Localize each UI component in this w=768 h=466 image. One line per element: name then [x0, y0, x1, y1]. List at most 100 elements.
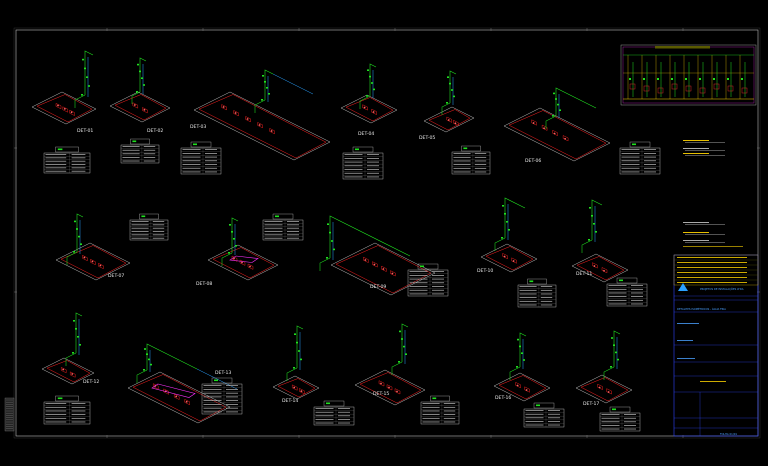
- drain-point: [249, 265, 251, 268]
- floor-slab: [193, 91, 331, 161]
- floor-slab: [493, 372, 551, 402]
- pipe-fitting: [613, 344, 615, 346]
- detail-label: DET-05: [419, 135, 435, 141]
- floor-slab: [109, 91, 171, 123]
- pipe-fitting: [366, 95, 368, 97]
- cold-water-riser: [519, 332, 527, 367]
- fixture-box: [173, 393, 180, 400]
- detail-label: DET-01: [77, 128, 93, 134]
- drain-point: [373, 263, 376, 266]
- branch-pipe: [581, 239, 593, 253]
- fixture-box: [592, 262, 598, 269]
- fixture-box: [394, 388, 401, 395]
- pipe-fitting: [143, 369, 145, 371]
- fixture-outline: [428, 109, 471, 131]
- drain-point: [516, 384, 519, 387]
- pipe-fitting: [508, 229, 510, 231]
- pipe-fitting: [86, 76, 88, 78]
- floor-slab: [503, 107, 611, 162]
- cold-water-riser: [75, 312, 83, 353]
- pipe-fitting: [446, 102, 448, 104]
- cold-water-riser: [613, 330, 621, 367]
- elevation-fixture: [629, 83, 636, 90]
- pipe-fitting: [266, 87, 268, 89]
- pipe-fitting: [367, 69, 369, 71]
- pipe-fitting: [229, 224, 231, 226]
- cold-water-riser: [449, 70, 457, 103]
- material-table: [407, 263, 449, 297]
- pipe-fitting: [264, 81, 266, 83]
- table-header: [55, 395, 79, 402]
- pipe-fitting: [398, 361, 400, 363]
- pipe-fitting: [447, 76, 449, 78]
- pipe-fitting: [591, 215, 593, 217]
- drain-point: [300, 390, 303, 392]
- fixture-outline: [508, 110, 607, 160]
- drain-point: [512, 260, 515, 262]
- detail-det-04: DET-04: [340, 63, 398, 180]
- revision-row: [677, 267, 747, 268]
- material-table: [606, 277, 648, 307]
- fixture-outline: [36, 94, 93, 123]
- floor-slab: [340, 94, 398, 124]
- material-table: [120, 138, 160, 164]
- fixture-box: [511, 257, 517, 264]
- fixture-box: [372, 261, 378, 268]
- fixture-magenta: [229, 255, 259, 263]
- pipe-fitting: [326, 257, 328, 259]
- branch-pipe: [65, 352, 77, 366]
- fixture-box: [446, 116, 452, 123]
- cold-water-riser: [591, 199, 603, 240]
- pipe-fitting: [80, 243, 82, 245]
- note-line: [683, 246, 743, 247]
- fixture-box: [502, 253, 508, 260]
- drain-point: [532, 122, 535, 124]
- branch-pipe: [286, 367, 298, 381]
- floor-slab: [480, 243, 538, 273]
- pipe-fitting: [516, 366, 518, 368]
- pipe-fitting: [139, 70, 141, 73]
- drain-point: [503, 255, 506, 258]
- fixture-box: [386, 384, 393, 391]
- drain-point: [71, 373, 74, 375]
- material-table: [313, 400, 355, 426]
- branch-pipe: [603, 366, 615, 380]
- company-logo-icon: [678, 283, 688, 291]
- pipe-fitting: [615, 351, 617, 354]
- fixture-box: [541, 124, 548, 131]
- pipe-fitting: [399, 330, 401, 333]
- fixture-box: [142, 107, 148, 114]
- fixture-box: [69, 371, 76, 378]
- drain-point: [603, 269, 605, 272]
- fixture-box: [163, 388, 169, 395]
- branch-pipe: [66, 251, 78, 265]
- pipe-fitting: [557, 103, 559, 106]
- fixture-box: [601, 267, 608, 274]
- fixture-box: [453, 119, 459, 127]
- revision-row: [677, 277, 747, 278]
- drain-point: [185, 400, 188, 403]
- cold-water-riser: [146, 343, 198, 370]
- detail-det-15: DET-15: [354, 323, 460, 425]
- pipe-fitting: [403, 345, 405, 348]
- fixture-box: [299, 388, 305, 395]
- detail-label: DET-10: [477, 268, 493, 274]
- detail-det-17: DET-17: [575, 330, 641, 432]
- fixture-box: [531, 119, 537, 126]
- field-label: [677, 340, 693, 341]
- left-scale-strip: [4, 397, 15, 432]
- fixture-outline: [580, 377, 629, 402]
- cold-water-riser: [369, 63, 377, 96]
- table-header: [609, 406, 631, 413]
- note-line: [685, 234, 725, 235]
- elevation-fixture: [671, 83, 678, 90]
- pipe-fitting: [504, 213, 506, 215]
- detail-label: DET-03: [190, 124, 206, 130]
- pipe-fitting: [449, 82, 451, 85]
- pipe-fitting: [611, 337, 613, 339]
- table-header: [417, 263, 439, 270]
- detail-label: DET-12: [83, 379, 99, 385]
- drain-point: [525, 389, 528, 391]
- fixture-box: [90, 258, 96, 266]
